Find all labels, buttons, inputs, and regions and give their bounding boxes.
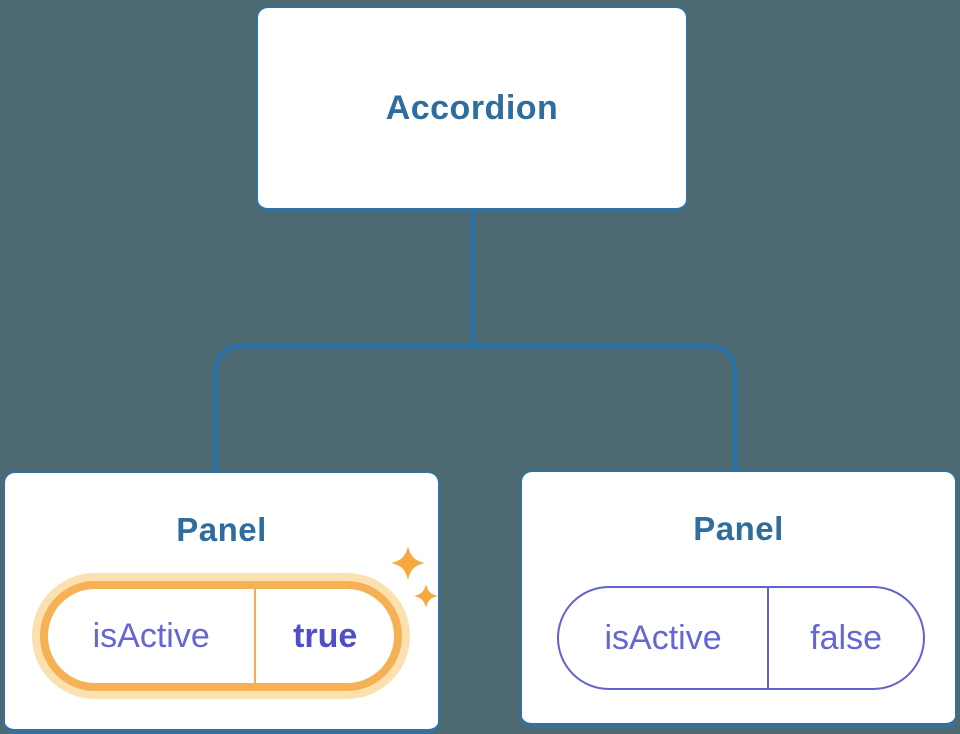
panel-node-active: Panel isActive true — [3, 471, 440, 734]
prop-name: isActive — [559, 588, 770, 688]
connector-branch — [213, 343, 738, 474]
prop-name: isActive — [48, 589, 257, 683]
prop-value: false — [810, 618, 882, 657]
panel-node-inactive: Panel isActive false — [520, 470, 957, 728]
panel-node-label: Panel — [693, 510, 784, 547]
accordion-node-label: Accordion — [385, 88, 559, 127]
prop-value: true — [293, 616, 358, 655]
sparkles-icon — [391, 546, 438, 608]
state-pill-active: isActive true — [40, 581, 402, 691]
accordion-node: Accordion — [256, 6, 688, 212]
panel-node-label: Panel — [176, 511, 267, 548]
state-pill-inactive: isActive false — [557, 586, 925, 690]
